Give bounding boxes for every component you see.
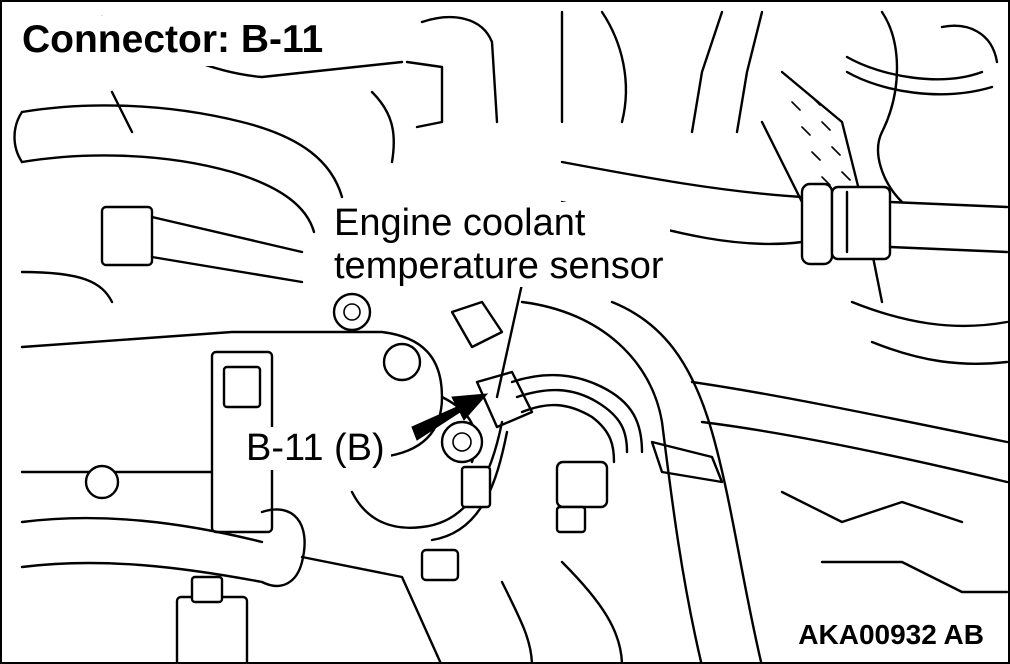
sensor-callout: Engine coolant temperature sensor — [328, 202, 670, 288]
page-title: Connector: B-11 — [20, 16, 332, 66]
coolant-sensor — [350, 300, 644, 542]
left-bracket — [20, 205, 304, 304]
lower-left-parts — [20, 464, 624, 662]
connector-callout: B-11 (B) — [240, 427, 391, 470]
callout-leader — [495, 282, 524, 399]
main-housing — [20, 292, 484, 534]
lower-center-hose — [520, 300, 1008, 662]
upper-left-hose — [13, 104, 344, 234]
right-horizontal-pipe — [560, 160, 1008, 266]
lower-right-parts — [780, 300, 1008, 594]
sensor-callout-line1: Engine coolant — [334, 202, 586, 244]
connector-arrow — [411, 393, 489, 441]
figure-id: AKA00932 AB — [794, 616, 988, 652]
sensor-callout-line2: temperature sensor — [334, 244, 664, 287]
